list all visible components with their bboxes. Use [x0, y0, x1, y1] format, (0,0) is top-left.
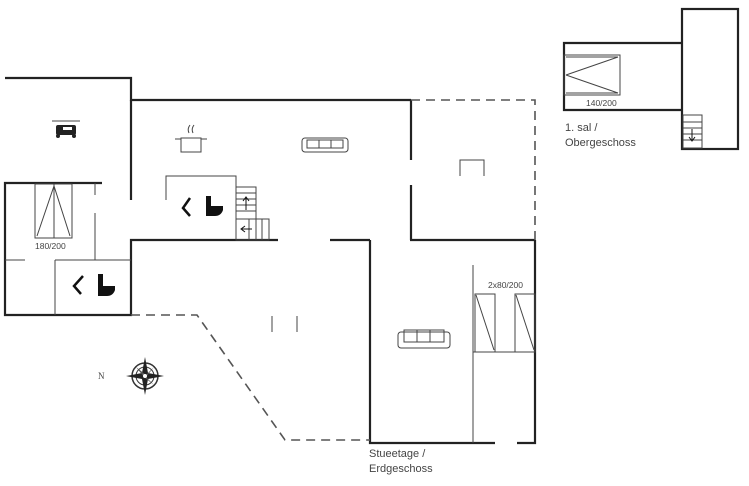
upper-floor-walls: [562, 7, 740, 151]
fireplace-icon: [459, 159, 485, 176]
bedroom-left: [34, 183, 73, 239]
shower-icon: [181, 197, 192, 217]
compass-north-label: N: [98, 371, 105, 381]
compass-rose-icon: [126, 357, 164, 395]
shower-icon: [72, 275, 84, 295]
stair-up-arrow-icon: [242, 196, 250, 210]
staircase: [235, 186, 270, 241]
kitchen-pot-icon: [175, 124, 207, 153]
floor-label-line1: Stueetage /: [369, 448, 426, 460]
stair-arrow-icon: [240, 225, 252, 233]
bed-size-label: 180/200: [35, 241, 66, 251]
bed-size-label: 140/200: [586, 98, 617, 108]
toilet-icon: [206, 196, 223, 216]
floor-label-line1: 1. sal /: [565, 122, 598, 134]
floor-label-line2: Erdgeschoss: [369, 463, 433, 475]
bathroom-main: [165, 175, 237, 240]
twin-beds: [474, 293, 536, 353]
car-icon: [52, 120, 80, 138]
ground-floor-walls: [3, 76, 537, 445]
sofa-icon: [397, 329, 451, 349]
stair-down-arrow-icon: [688, 129, 696, 142]
bed-size-label: 2x80/200: [488, 280, 523, 290]
floor-label-line2: Obergeschoss: [565, 137, 636, 149]
sofa-icon: [301, 137, 349, 153]
terrace-outline: [131, 99, 536, 441]
bathroom-left: [72, 274, 115, 296]
toilet-icon: [98, 274, 115, 296]
